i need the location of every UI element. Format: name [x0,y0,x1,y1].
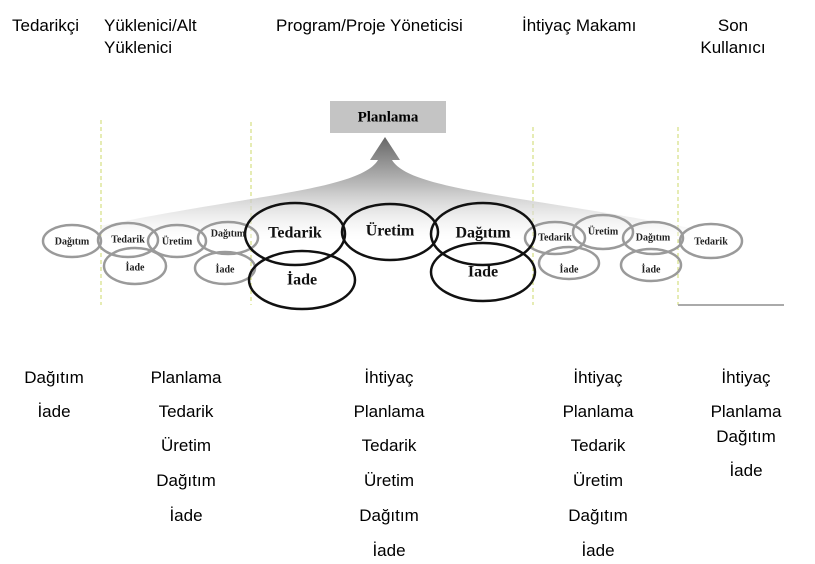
list-item: İhtiyaç [721,368,771,387]
header-yuklenici: Yüklenici/Alt Yüklenici [104,16,197,57]
node-iade: İade [560,263,579,275]
node-dagitim: Dağıtım [636,232,671,243]
list-item: Üretim [572,471,624,490]
node-dagitim: Dağıtım [211,228,246,239]
node-iade-main: İade [468,262,498,281]
header-program: Program/Proje Yöneticisi [276,16,463,35]
list-item: Planlama [150,368,222,387]
fan-arrow [100,137,690,240]
header-son: Son Kullanıcı [700,16,766,57]
list-item: Dağıtım [24,368,84,387]
list-item: Planlama [353,402,425,421]
list-item: İade [169,506,203,525]
node-tedarik: Tedarik [111,234,145,245]
list-item: Dağıtım [568,506,628,525]
node-iade-main: İade [287,270,317,289]
list-item: Üretim [160,436,212,455]
planlama-label: Planlama [358,109,419,125]
node-tedarik: Tedarik [538,232,572,243]
node-dagitim-main: Dağıtım [455,225,511,242]
node-tedarik-main: Tedarik [268,225,322,242]
supply-chain-diagram: Planlama Dağıtım Tedarik İade Üretim Dağ… [41,101,784,311]
list-item: Tedarik [361,436,417,455]
list-item: Tedarik [570,436,626,455]
node-uretim-main: Üretim [366,222,415,240]
list-item: İade [37,402,71,421]
node-uretim: Üretim [162,234,193,247]
list-item: Planlama [710,402,782,421]
node-tedarik: Tedarik [694,236,728,247]
list-item: Üretim [363,471,415,490]
node-iade: İade [216,263,235,275]
list-item: İade [581,541,615,560]
node-uretim: Üretim [588,224,619,237]
list-item: Planlama [562,402,634,421]
list-item: Dağıtım [156,471,216,490]
planlama-box [330,101,446,133]
node-iade: İade [126,261,145,273]
list-item: İade [729,461,763,480]
list-item: İhtiyaç [364,368,414,387]
header-tedarikci: Tedarikçi [12,16,80,35]
node-iade: İade [642,263,661,275]
list-item: Dağıtım [716,427,776,446]
node-dagitim: Dağıtım [55,236,90,247]
list-item: İhtiyaç [573,368,623,387]
list-item: İade [372,541,406,560]
list-item: Tedarik [158,402,214,421]
header-ihtiyac: İhtiyaç Makamı [522,16,637,35]
list-item: Dağıtım [359,506,419,525]
